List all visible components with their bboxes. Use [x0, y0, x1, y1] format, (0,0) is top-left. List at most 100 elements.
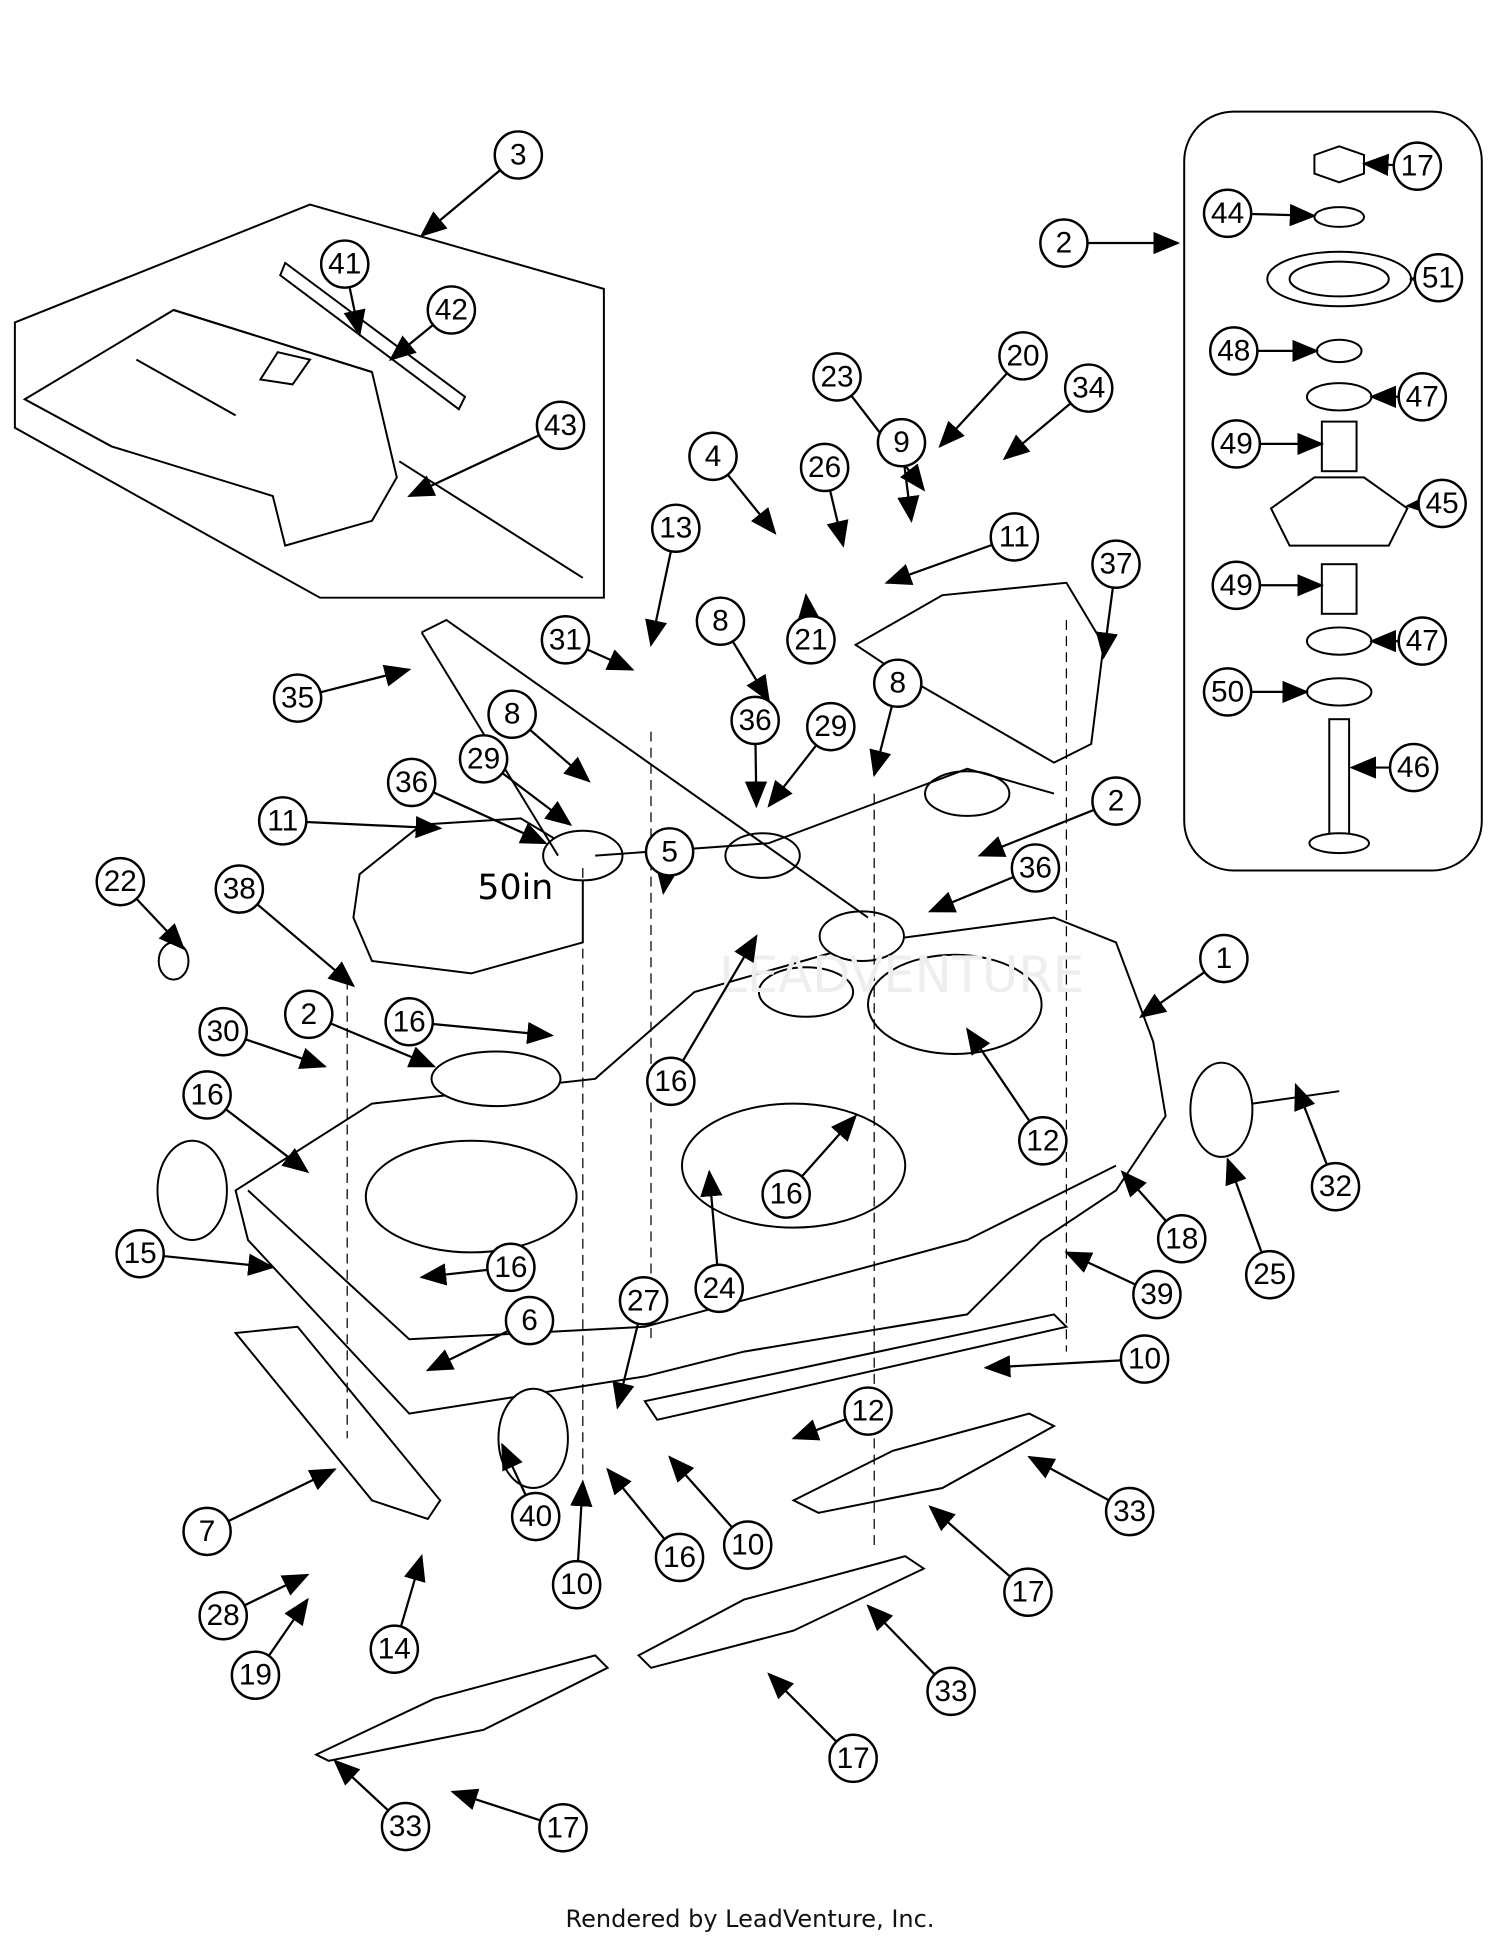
callout-22[interactable]: 22 — [95, 856, 146, 907]
callout-32[interactable]: 32 — [1310, 1161, 1361, 1212]
callout-36[interactable]: 36 — [386, 757, 437, 808]
callout-number: 2 — [300, 998, 317, 1031]
callout-8[interactable]: 8 — [872, 658, 923, 709]
callout-circle — [510, 1491, 561, 1542]
leader-arrow — [419, 169, 501, 238]
callout-39[interactable]: 39 — [1132, 1269, 1182, 1320]
callout-circle — [1091, 776, 1141, 826]
callout-circle — [426, 285, 477, 335]
callout-number: 10 — [1128, 1343, 1161, 1376]
callout-17[interactable]: 17 — [538, 1802, 588, 1853]
callout-number: 22 — [104, 865, 137, 898]
callout-17[interactable]: 17 — [828, 1733, 878, 1784]
callout-2[interactable]: 2 — [283, 989, 334, 1040]
leader-arrow — [432, 1021, 555, 1045]
callout-29[interactable]: 29 — [806, 701, 856, 752]
callout-16[interactable]: 16 — [761, 1169, 811, 1219]
callout-circle — [1397, 616, 1448, 666]
callout-11[interactable]: 11 — [989, 512, 1040, 562]
callout-14[interactable]: 14 — [369, 1624, 420, 1675]
callout-45[interactable]: 45 — [1417, 478, 1467, 529]
callout-47[interactable]: 47 — [1397, 616, 1448, 666]
callout-18[interactable]: 18 — [1156, 1213, 1207, 1264]
callout-36[interactable]: 36 — [1010, 843, 1061, 893]
callout-35[interactable]: 35 — [272, 673, 323, 723]
callout-31[interactable]: 31 — [540, 615, 591, 665]
callout-47[interactable]: 47 — [1397, 372, 1448, 422]
callout-2[interactable]: 2 — [1091, 776, 1141, 826]
callout-51[interactable]: 51 — [1413, 252, 1464, 303]
callout-circle — [214, 864, 265, 914]
callout-10[interactable]: 10 — [722, 1520, 773, 1570]
callout-number: 36 — [1019, 852, 1052, 885]
callout-16[interactable]: 16 — [654, 1532, 705, 1583]
callout-11[interactable]: 11 — [257, 796, 308, 846]
watermark: LEADVENTURE — [719, 946, 1084, 1004]
callout-8[interactable]: 8 — [487, 689, 537, 740]
callout-48[interactable]: 48 — [1209, 326, 1259, 376]
callout-5[interactable]: 5 — [644, 827, 695, 877]
callout-28[interactable]: 28 — [198, 1590, 249, 1641]
callout-30[interactable]: 30 — [198, 1006, 249, 1057]
callout-13[interactable]: 13 — [651, 503, 701, 554]
callout-circle — [651, 503, 701, 554]
callout-10[interactable]: 10 — [551, 1559, 602, 1610]
callout-40[interactable]: 40 — [510, 1491, 561, 1542]
callout-circle — [1388, 742, 1439, 793]
callout-17[interactable]: 17 — [1392, 141, 1443, 191]
callout-50[interactable]: 50 — [1202, 667, 1253, 717]
leader-arrow — [797, 592, 820, 621]
callout-16[interactable]: 16 — [384, 996, 435, 1047]
callout-10[interactable]: 10 — [1119, 1334, 1170, 1384]
callout-26[interactable]: 26 — [799, 442, 850, 493]
callout-number: 23 — [820, 360, 853, 393]
callout-34[interactable]: 34 — [1063, 363, 1114, 413]
callout-16[interactable]: 16 — [646, 1056, 696, 1107]
callout-33[interactable]: 33 — [926, 1666, 976, 1717]
callout-27[interactable]: 27 — [618, 1275, 669, 1326]
callout-42[interactable]: 42 — [426, 285, 477, 335]
leader-arrow — [656, 866, 679, 896]
callout-7[interactable]: 7 — [182, 1506, 232, 1557]
callout-circle — [688, 431, 738, 482]
callout-38[interactable]: 38 — [214, 864, 265, 914]
callout-49[interactable]: 49 — [1211, 419, 1262, 469]
callout-16[interactable]: 16 — [486, 1242, 536, 1293]
callout-circle — [1010, 843, 1061, 893]
callout-25[interactable]: 25 — [1244, 1249, 1295, 1300]
callout-circle — [257, 796, 308, 846]
callout-24[interactable]: 24 — [694, 1263, 745, 1314]
callout-8[interactable]: 8 — [695, 596, 746, 647]
callout-37[interactable]: 37 — [1091, 539, 1141, 590]
callout-15[interactable]: 15 — [115, 1228, 165, 1279]
callout-circle — [319, 239, 370, 289]
callout-1[interactable]: 1 — [1199, 933, 1249, 984]
callout-3[interactable]: 3 — [493, 130, 544, 180]
callout-circle — [646, 1056, 696, 1107]
callout-43[interactable]: 43 — [535, 400, 586, 451]
callout-circle — [1104, 1486, 1155, 1537]
callout-number: 3 — [510, 139, 527, 172]
callout-21[interactable]: 21 — [786, 615, 836, 665]
callout-2[interactable]: 2 — [1039, 218, 1089, 268]
callout-9[interactable]: 9 — [876, 417, 927, 468]
callout-12[interactable]: 12 — [843, 1386, 893, 1436]
callout-23[interactable]: 23 — [812, 352, 862, 402]
callout-12[interactable]: 12 — [1018, 1116, 1068, 1166]
callout-19[interactable]: 19 — [230, 1650, 281, 1701]
callout-44[interactable]: 44 — [1202, 188, 1253, 239]
callout-17[interactable]: 17 — [1003, 1567, 1053, 1617]
callout-33[interactable]: 33 — [1104, 1486, 1155, 1537]
callout-6[interactable]: 6 — [504, 1295, 555, 1346]
callout-4[interactable]: 4 — [688, 431, 738, 482]
callout-number: 34 — [1072, 372, 1105, 405]
callout-29[interactable]: 29 — [458, 734, 509, 784]
callout-49[interactable]: 49 — [1211, 560, 1262, 611]
callout-20[interactable]: 20 — [998, 331, 1048, 381]
callout-46[interactable]: 46 — [1388, 742, 1439, 793]
callout-33[interactable]: 33 — [380, 1801, 431, 1852]
callout-number: 13 — [659, 512, 692, 545]
callout-16[interactable]: 16 — [182, 1070, 232, 1120]
callout-36[interactable]: 36 — [730, 695, 780, 746]
callout-41[interactable]: 41 — [319, 239, 370, 289]
